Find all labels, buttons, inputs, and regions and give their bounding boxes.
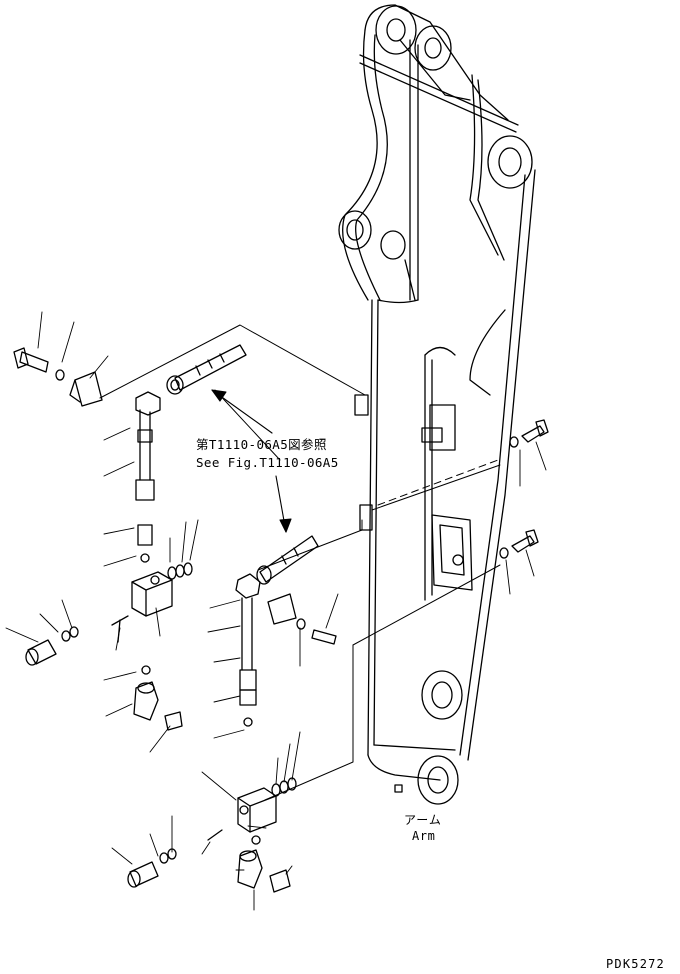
part-leader-lines [5,311,547,911]
reference-arrows [211,389,292,533]
arm-body [338,4,536,805]
figure-code: PDK5272 [606,957,665,971]
arm-mounting-bolts [499,419,549,559]
reference-note-japanese: 第T1110-06A5図参照 [196,437,327,452]
arm-label-english: Arm [412,829,436,843]
lower-hose-assembly [127,535,337,893]
arm-label-japanese: アーム [404,813,442,827]
upper-hose-assembly [13,344,247,731]
pipe-route-lines [99,324,501,801]
reference-note-english: See Fig.T1110-06A5 [196,455,339,470]
